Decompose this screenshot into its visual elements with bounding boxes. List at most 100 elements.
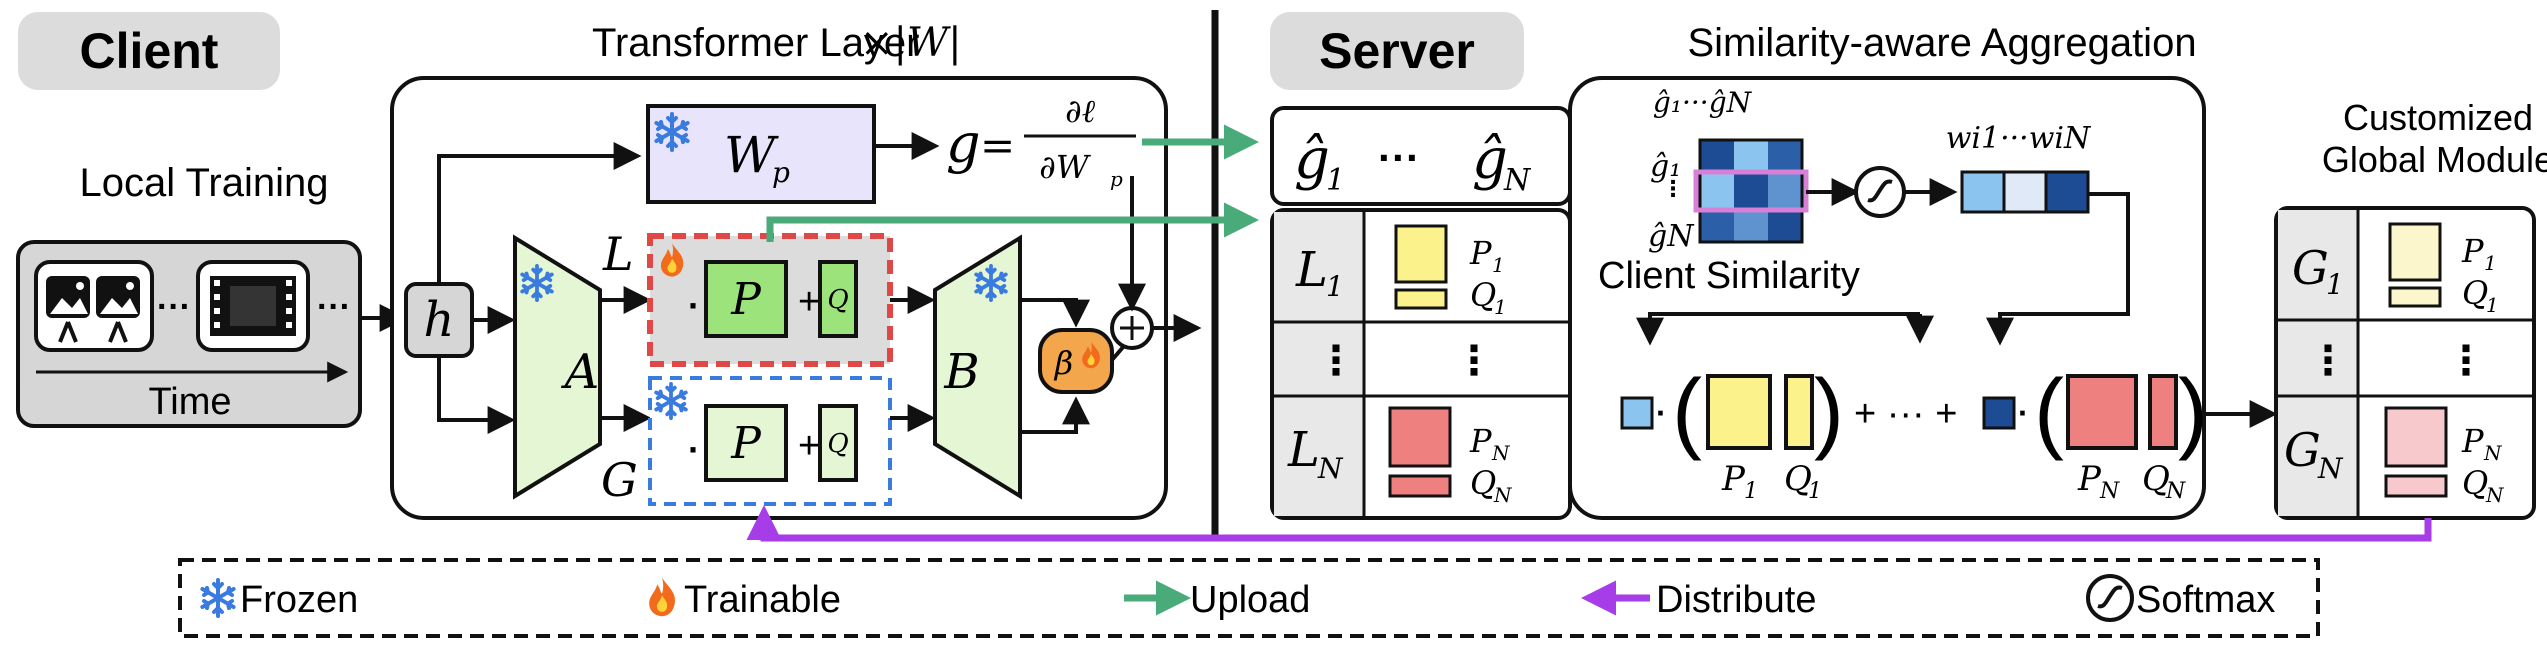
upload-vdots-left: ⋮ <box>1316 339 1356 383</box>
agg-q1-label: Q <box>1784 459 1812 499</box>
legend-upload-label: Upload <box>1190 579 1310 621</box>
global-row-1-q: Q <box>2462 274 2488 312</box>
film-strip-icon <box>196 260 310 352</box>
global-row-n-p-sub: N <box>2483 441 2503 465</box>
upload-local-arrow <box>766 202 1259 242</box>
agg-plus-dots: + ··· + <box>1854 393 1957 435</box>
legend-box <box>178 558 2320 638</box>
transformer-title: Transformer Layer <box>592 21 920 65</box>
global-vdots-left: ⋮ <box>2308 339 2348 383</box>
ghat-n: ĝ <box>1472 127 1508 192</box>
local-training-label: Local Training <box>79 161 328 205</box>
agg-paren-open-n: ( <box>2034 362 2064 462</box>
wp-subscript: p <box>772 156 790 189</box>
upload-row-n-q: Q <box>1470 464 1496 502</box>
local-p-box <box>704 260 788 338</box>
upload-row-1-sub: 1 <box>1326 270 1344 303</box>
aggregation-title: Similarity-aware Aggregation <box>1687 21 2196 65</box>
b-label: B <box>943 344 979 400</box>
global-row-n-p: P <box>2461 422 2484 460</box>
wp-label: W <box>724 126 779 184</box>
agg-paren-close-1: ) <box>1814 362 1844 462</box>
global-module-title-1: Customized <box>2343 97 2533 138</box>
gradient-numerator: ∂ℓ <box>1065 92 1096 130</box>
ghat-1: ĝ <box>1294 127 1330 192</box>
global-vdots-right: ⋮ <box>2446 339 2486 383</box>
global-row-1-q-sub: 1 <box>2486 293 2499 317</box>
legend-distribute-label: Distribute <box>1656 579 1817 621</box>
gradient-denominator: ∂W <box>1039 148 1092 186</box>
legend: Frozen Trainable Upload Distribute Softm… <box>178 558 2320 638</box>
ghat-ellipsis: ··· <box>1378 134 1420 181</box>
a-label: A <box>561 344 600 400</box>
agg-pn-sub: N <box>2099 479 2120 504</box>
upload-row-n-q-box <box>1388 474 1452 498</box>
ghat-n-sub: N <box>1503 163 1532 198</box>
global-row-n-q-box <box>2384 474 2448 498</box>
upload-row-n-q-sub: N <box>1493 483 1513 507</box>
image-frames-icon <box>34 260 154 352</box>
upload-row-1-q-box <box>1394 288 1448 310</box>
legend-frozen-label: Frozen <box>240 579 358 621</box>
weights-label: wi1···wiN <box>1946 121 2092 156</box>
upload-row-1-q-sub: 1 <box>1494 295 1507 319</box>
matrix-left-vdots: ⋮ <box>1662 176 1684 201</box>
l-label: L <box>602 227 634 281</box>
arrow-beta-to-sum <box>1110 344 1126 362</box>
global-row-1-q-box <box>2388 286 2442 308</box>
upload-row-1-l: L <box>1295 242 1328 298</box>
upload-row-n-p-sub: N <box>1491 441 1511 465</box>
upload-row-n-p-box <box>1388 406 1452 468</box>
global-plus: + <box>798 425 820 467</box>
gradient-equals: = <box>980 121 1015 170</box>
beta-label: β <box>1054 344 1074 382</box>
global-row-n-p-box <box>2384 406 2448 468</box>
legend-softmax-label: Softmax <box>2136 579 2275 621</box>
gradient-denominator-sub: p <box>1110 167 1123 191</box>
b-trapezoid <box>933 234 1022 500</box>
global-row-n-sub: N <box>2317 452 2344 485</box>
global-p-label: P <box>730 418 762 469</box>
h-label: h <box>424 292 455 348</box>
agg-q1-sub: 1 <box>1808 479 1822 504</box>
agg-p1-sub: 1 <box>1744 479 1758 504</box>
agg-q1-box <box>1784 374 1814 450</box>
global-row-1-p: P <box>2461 232 2484 270</box>
matrix-left-top: ĝ₁ <box>1650 149 1681 184</box>
upload-row-1-p: P <box>1469 234 1492 272</box>
global-p-box <box>704 404 788 482</box>
gradient-g: g <box>946 112 981 175</box>
global-row-1-p-sub: 1 <box>2484 251 2497 275</box>
upload-row-n-sub: N <box>1317 452 1344 485</box>
upload-row-n-p: P <box>1469 422 1492 460</box>
arrow-h-to-a-lower <box>437 356 516 434</box>
global-module-title-2: Global Module <box>2322 139 2547 180</box>
arrow-b-to-beta-top <box>1020 298 1090 328</box>
local-plus: + <box>798 281 820 323</box>
client-section: Client Local Training ··· ··· Time <box>16 12 1202 520</box>
arrow-weights-to-dark <box>1986 192 2130 346</box>
agg-p1-box <box>1706 374 1772 450</box>
agg-dot-n: · <box>2018 395 2029 431</box>
weight-n-box <box>1982 396 2016 430</box>
time-label: Time <box>148 381 231 423</box>
client-title-badge <box>18 12 280 90</box>
frames-ellipsis: ··· <box>157 288 191 326</box>
a-trapezoid <box>513 234 602 500</box>
global-row-1-g: G <box>2292 241 2329 295</box>
aggregation-box <box>1568 76 2206 520</box>
global-dot: · <box>688 429 700 470</box>
local-p-label: P <box>730 274 762 325</box>
weight-vector <box>1960 170 2090 214</box>
server-title: Server <box>1319 23 1475 79</box>
global-row-1-p-box <box>2388 222 2442 282</box>
transformer-multiplier: ×|W| <box>860 20 962 66</box>
agg-pn-box <box>2066 374 2138 450</box>
server-section: Server Similarity-aware Aggregation ĝ 1 … <box>746 12 2547 542</box>
local-q-label: Q <box>827 285 848 315</box>
weight-1-box <box>1620 396 1654 430</box>
agg-dot-1: · <box>1656 395 1667 431</box>
film-ellipsis: ··· <box>317 288 351 326</box>
upload-row-1-q: Q <box>1470 276 1496 314</box>
client-title: Client <box>80 23 219 79</box>
